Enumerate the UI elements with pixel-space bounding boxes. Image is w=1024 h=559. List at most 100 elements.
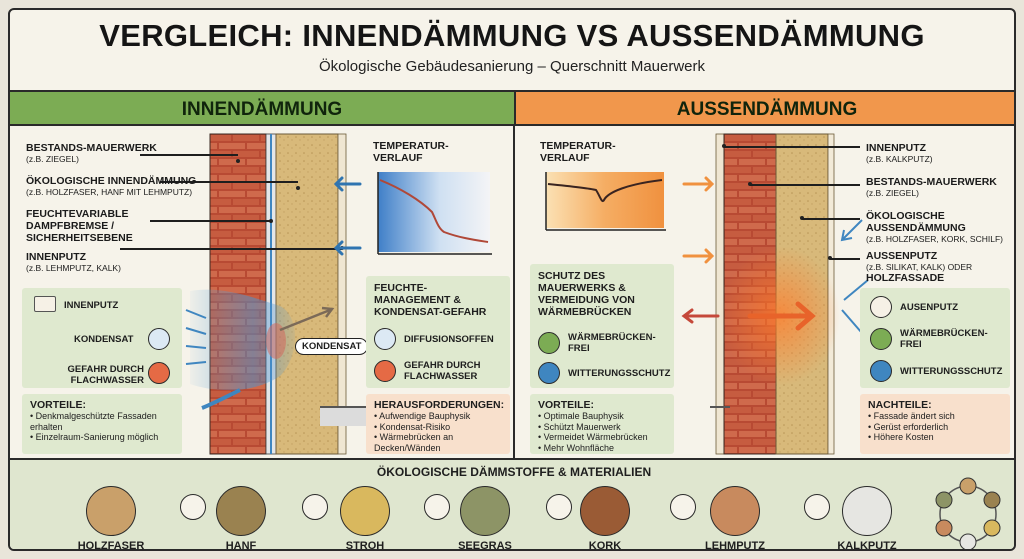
cons-title-left: HERAUSFORDERUNGEN: xyxy=(374,399,505,411)
legend-witterung: WITTERUNGSSCHUTZ xyxy=(900,366,1003,377)
temp-chart-right xyxy=(545,172,666,231)
hemp-icon xyxy=(302,494,328,520)
material-swatch-lehmputz xyxy=(710,486,760,536)
legend-waermebruecken: WÄRMEBRÜCKEN-FREI xyxy=(900,328,988,350)
materials-band: ÖKOLOGISCHE DÄMMSTOFFE & MATERIALIEN HOL… xyxy=(10,458,1014,551)
cons-item-right-2: • Höhere Kosten xyxy=(868,432,934,442)
moisture-arrows-left xyxy=(185,306,335,410)
pros-item-left-1: • Einzelraum-Sanierung möglich xyxy=(30,432,159,442)
protect-item-waermebruecken: WÄRMEBRÜCKEN-FREI xyxy=(568,332,656,354)
temp-title-left: TEMPERATUR-VERLAUF xyxy=(373,140,449,164)
moisture-box-left: FEUCHTE-MANAGEMENT & KONDENSAT-GEFAHR DI… xyxy=(366,276,510,388)
pros-item-right-0: • Optimale Bauphysik xyxy=(538,411,624,421)
pros-box-left: VORTEILE: • Denkmalgeschützte Fassaden e… xyxy=(22,394,182,454)
pointer-line-mauerwerk xyxy=(140,154,238,156)
material-label-seegras: SEEGRAS xyxy=(458,540,512,551)
pros-item-right-1: • Schützt Mauerwerk xyxy=(538,421,621,432)
material-label-kork: KORK xyxy=(588,540,622,551)
droplet-icon xyxy=(148,328,170,350)
infographic-frame: VERGLEICH: INNENDÄMMUNG VS AUSSENDÄMMUNG… xyxy=(8,8,1016,551)
cons-item-left-1: • Kondensat-Risiko xyxy=(374,421,451,432)
heat-arrow-out xyxy=(681,308,720,324)
material-swatch-holzfaser xyxy=(86,486,136,536)
moisture-item-diffusionsoffen: DIFFUSIONSOFFEN xyxy=(404,334,494,345)
label-bestands-mauerwerk-right: BESTANDS-MAUERWERK(z.B. ZIEGEL) xyxy=(866,176,997,198)
label-dampfbremse: FEUCHTEVARIABLE DAMPFBREMSE / SICHERHEIT… xyxy=(26,208,133,244)
protect-box-right: SCHUTZ DES MAUERWERKS & VERMEIDUNG VON W… xyxy=(530,264,674,388)
legend-ausenputz: AUSENPUTZ xyxy=(900,302,959,313)
material-swatch-kork xyxy=(580,486,630,536)
inner-wall-section xyxy=(190,133,370,455)
lime-powder-icon xyxy=(804,494,830,520)
cons-item-left-0: • Aufwendige Bauphysik xyxy=(374,411,471,421)
material-swatch-hanf xyxy=(216,486,266,536)
temp-title-right: TEMPERATUR-VERLAUF xyxy=(540,140,616,164)
warning-icon xyxy=(148,362,170,384)
material-swatch-stroh xyxy=(340,486,390,536)
droplet-icon-right xyxy=(870,296,892,318)
pointer-line-mauerwerk-r xyxy=(750,184,860,186)
material-swatch-seegras xyxy=(460,486,510,536)
inside-arrows-right xyxy=(682,176,715,264)
diffusion-icon xyxy=(374,328,396,350)
pros-title-left: VORTEILE: xyxy=(30,399,87,411)
legend-box-left: INNENPUTZ KONDENSAT GEFAHR DURCH FLACHWA… xyxy=(22,288,182,388)
material-label-holzfaser: HOLZFASER xyxy=(77,540,145,551)
cork-icon xyxy=(546,494,572,520)
materials-title: ÖKOLOGISCHE DÄMMSTOFFE & MATERIALIEN xyxy=(376,465,652,479)
pointer-line-innendaemmung xyxy=(160,181,298,183)
header-innendaemmung: INNENDÄMMUNG xyxy=(10,90,514,126)
pros-item-left-0: • Denkmalgeschützte Fassaden erhalten xyxy=(30,411,157,432)
cons-title-right: NACHTEILE: xyxy=(868,399,932,411)
legend-innenputz: INNENPUTZ xyxy=(64,300,119,311)
protect-item-witterung: WITTERUNGSSCHUTZ xyxy=(568,368,671,379)
label-oekologische-innendaemmung: ÖKOLOGISCHE INNENDÄMMUNG(z.B. HOLZFASER,… xyxy=(26,175,197,197)
kondensat-tag: KONDENSAT xyxy=(295,338,369,355)
pros-item-right-2: • Vermeidet Wärmebrücken xyxy=(538,432,648,442)
pointer-line-innenputz xyxy=(120,248,342,250)
cons-box-left: HERAUSFORDERUNGEN: • Aufwendige Bauphysi… xyxy=(366,394,510,454)
seagrass-icon xyxy=(424,494,450,520)
warning-icon-2 xyxy=(374,360,396,382)
label-bestands-mauerwerk: BESTANDS-MAUERWERK(z.B. ZIEGEL) xyxy=(26,142,157,164)
legend-kondensat: KONDENSAT xyxy=(74,334,134,345)
protect-title: SCHUTZ DES MAUERWERKS & VERMEIDUNG VON W… xyxy=(538,270,635,318)
material-swatch-kalkputz xyxy=(842,486,892,536)
umbrella-icon xyxy=(538,362,560,384)
cons-item-left-2: • Wärmebrücken an Decken/Wänden xyxy=(374,432,454,453)
pros-item-right-3: • Mehr Wohnfläche xyxy=(538,442,615,453)
clay-drop-icon xyxy=(670,494,696,520)
pros-box-right: VORTEILE: • Optimale Bauphysik • Schützt… xyxy=(530,394,674,454)
umbrella-icon-2 xyxy=(870,360,892,382)
leaf-icon xyxy=(180,494,206,520)
page-title: VERGLEICH: INNENDÄMMUNG VS AUSSENDÄMMUNG xyxy=(99,18,925,53)
material-label-kalkputz: KALKPUTZ xyxy=(837,540,897,551)
material-label-lehmputz: LEHMPUTZ xyxy=(705,540,765,551)
pointer-line-aussenputz-r xyxy=(830,258,860,260)
outside-arrows-left xyxy=(333,176,362,256)
cons-box-right: NACHTEILE: • Fassade ändert sich • Gerüs… xyxy=(860,394,1010,454)
outer-wall-section xyxy=(710,133,840,455)
material-cycle-ring xyxy=(935,477,1001,549)
pointer-line-dampfbremse xyxy=(150,220,271,222)
label-oekologische-aussendaemmung: ÖKOLOGISCHE AUSSENDÄMMUNG(z.B. HOLZFASER… xyxy=(866,210,1003,244)
label-innenputz: INNENPUTZ(z.B. LEHMPUTZ, KALK) xyxy=(26,251,121,273)
center-divider xyxy=(513,126,515,458)
pointer-line-aussendaemmung-r xyxy=(802,218,860,220)
material-label-stroh: STROH xyxy=(345,540,385,551)
pros-title-right: VORTEILE: xyxy=(538,399,595,411)
thermal-bridge-free-icon xyxy=(538,332,560,354)
label-innenputz-right: INNENPUTZ(z.B. KALKPUTZ) xyxy=(866,142,933,164)
cons-item-right-0: • Fassade ändert sich xyxy=(868,411,955,421)
legend-flachwasser: GEFAHR DURCH FLACHWASSER xyxy=(67,364,144,386)
label-aussenputz: AUSSENPUTZ (z.B. SILIKAT, KALK) ODER HOL… xyxy=(866,250,973,284)
temp-chart-left xyxy=(377,172,492,255)
moisture-item-flachwasser: GEFAHR DURCH FLACHWASSER xyxy=(404,360,481,382)
material-label-hanf: HANF xyxy=(225,540,257,551)
moisture-title: FEUCHTE-MANAGEMENT & KONDENSAT-GEFAHR xyxy=(374,282,487,318)
thermal-bridge-free-icon-2 xyxy=(870,328,892,350)
pointer-line-innenputz-r xyxy=(724,146,860,148)
legend-icon-innenputz xyxy=(34,296,56,312)
page-subtitle: Ökologische Gebäudesanierung – Querschni… xyxy=(318,58,706,75)
cons-item-right-1: • Gerüst erforderlich xyxy=(868,421,949,432)
